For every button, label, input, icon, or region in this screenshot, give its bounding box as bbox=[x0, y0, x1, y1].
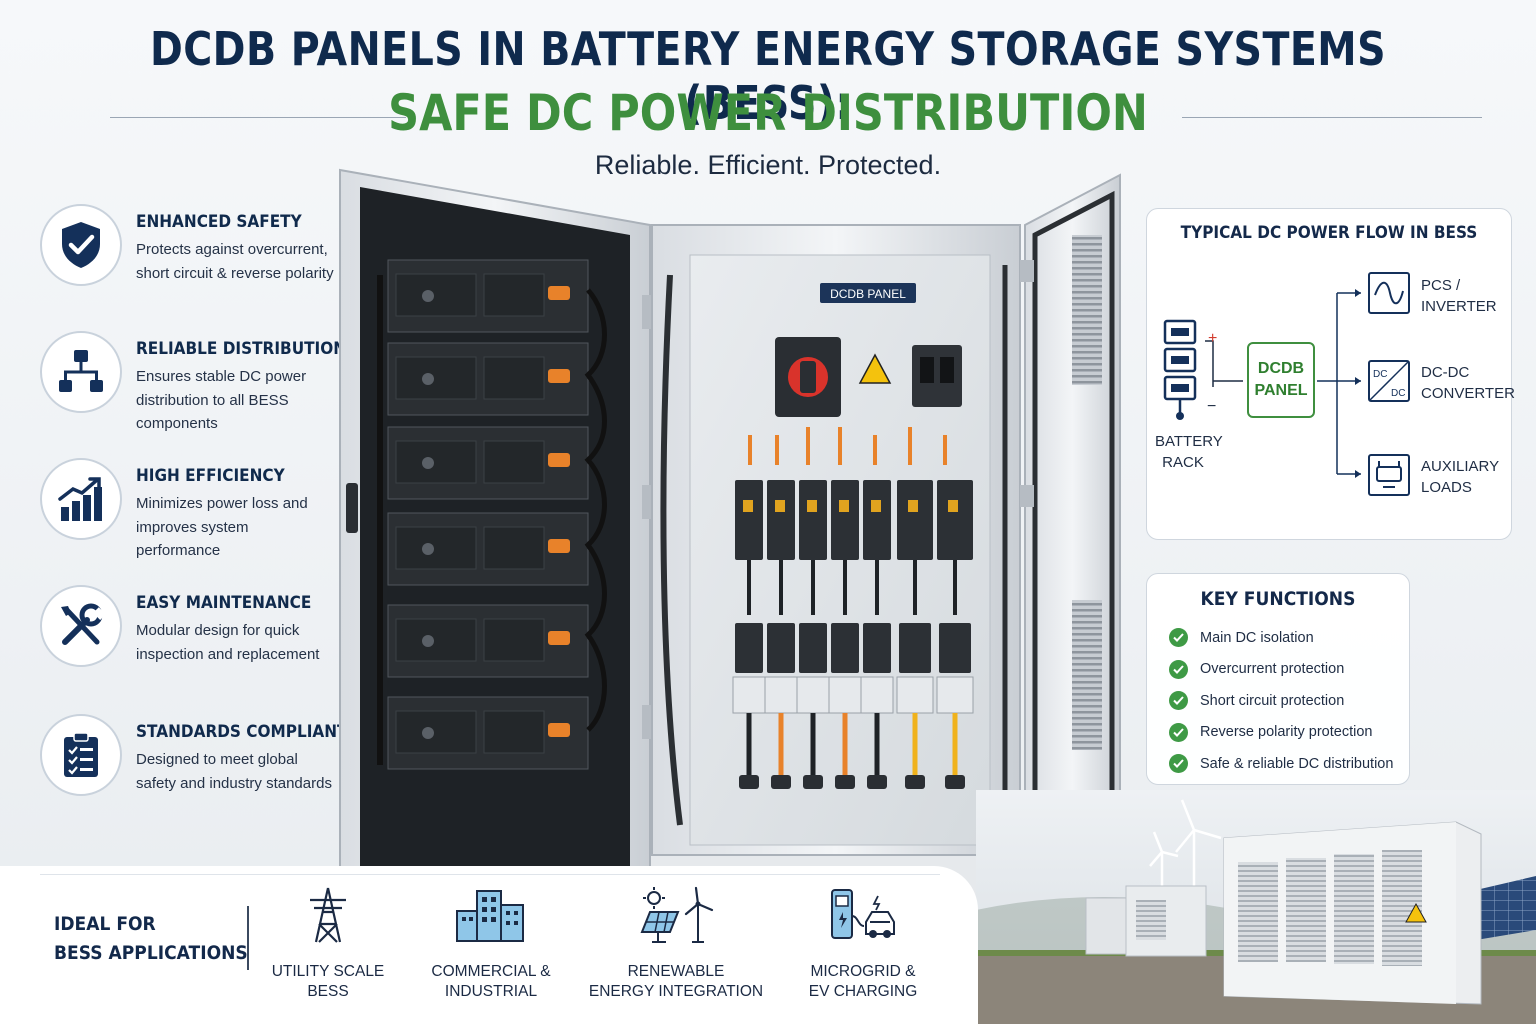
battery-rack-icon bbox=[1163, 319, 1197, 420]
title-rule-left bbox=[110, 117, 406, 118]
feature-description: Protects against overcurrent, short circ… bbox=[136, 241, 334, 282]
feature-title: EASY MAINTENANCE bbox=[136, 593, 312, 613]
feature-description: Designed to meet global safety and indus… bbox=[136, 751, 332, 792]
dcdb-panel-label: DCDB PANEL bbox=[830, 287, 906, 301]
auxiliary-loads-icon bbox=[1368, 454, 1410, 496]
polarity-plus: + bbox=[1208, 330, 1217, 347]
ev-charging-icon bbox=[831, 889, 895, 939]
clipboard-check-icon bbox=[64, 732, 98, 777]
check-icon bbox=[1169, 722, 1188, 742]
solar-wind-icon bbox=[640, 886, 714, 943]
dc-icon-text-1: DC bbox=[1373, 369, 1387, 380]
polarity-minus: − bbox=[1207, 398, 1216, 415]
battery-rack-label: BATTERY RACK bbox=[1155, 433, 1223, 471]
key-functions-card: KEY FUNCTIONS Main DC isolation Overcurr… bbox=[1146, 573, 1410, 785]
applications-heading: IDEAL FOR BESS APPLICATIONS bbox=[54, 913, 248, 964]
key-functions-list: Main DC isolation Overcurrent protection… bbox=[1169, 622, 1393, 780]
inverter-icon bbox=[1368, 272, 1410, 314]
feature-description: Minimizes power loss and improves system… bbox=[136, 495, 308, 559]
dcdb-cabinet-illustration: DCDB PANEL bbox=[330, 165, 1130, 1024]
growth-chart-icon bbox=[58, 477, 102, 521]
buildings-icon bbox=[456, 890, 524, 942]
list-item: Overcurrent protection bbox=[1169, 654, 1393, 686]
feature-description: Ensures stable DC power distribution to … bbox=[136, 368, 307, 432]
feature-description: Modular design for quick inspection and … bbox=[136, 622, 320, 663]
application-commercial-industrial: COMMERCIAL & INDUSTRIAL bbox=[401, 884, 581, 1002]
application-microgrid-ev: MICROGRID & EV CHARGING bbox=[773, 884, 953, 1002]
application-utility-scale: UTILITY SCALE BESS bbox=[238, 884, 418, 1002]
output-dc-dc-converter-label: DC-DC CONVERTER bbox=[1421, 364, 1515, 402]
check-icon bbox=[1169, 754, 1188, 774]
list-item: Main DC isolation bbox=[1169, 622, 1393, 654]
feature-title: ENHANCED SAFETY bbox=[136, 212, 302, 232]
network-icon bbox=[59, 350, 103, 392]
key-functions-title: KEY FUNCTIONS bbox=[1200, 588, 1356, 610]
feature-title: RELIABLE DISTRIBUTION bbox=[136, 339, 347, 359]
check-icon bbox=[1169, 628, 1188, 648]
battery-modules bbox=[387, 259, 589, 770]
feature-standards-compliant: STANDARDS COMPLIANT Designed to meet glo… bbox=[40, 714, 347, 824]
check-icon bbox=[1169, 659, 1188, 679]
page-subtitle: SAFE DC POWER DISTRIBUTION bbox=[388, 84, 1148, 142]
breaker-row-upper bbox=[735, 480, 973, 560]
feature-title: HIGH EFFICIENCY bbox=[136, 466, 285, 486]
output-pcs-inverter-label: PCS / INVERTER bbox=[1421, 277, 1497, 315]
application-renewable-integration: RENEWABLE ENERGY INTEGRATION bbox=[586, 884, 766, 1002]
bess-site-scene bbox=[976, 790, 1536, 1024]
list-item: Short circuit protection bbox=[1169, 685, 1393, 717]
tagline: Reliable. Efficient. Protected. bbox=[594, 150, 942, 180]
list-item: Safe & reliable DC distribution bbox=[1169, 748, 1393, 780]
feature-easy-maintenance: EASY MAINTENANCE Modular design for quic… bbox=[40, 585, 340, 695]
breaker-row-lower bbox=[732, 623, 974, 714]
power-flow-card: TYPICAL DC POWER FLOW IN BESS + − bbox=[1146, 208, 1515, 540]
list-item: Reverse polarity protection bbox=[1169, 717, 1393, 749]
feature-enhanced-safety: ENHANCED SAFETY Protects against overcur… bbox=[40, 204, 340, 314]
dc-icon-text-2: DC bbox=[1391, 388, 1405, 399]
dcdb-panel-node: DCDB PANEL bbox=[1247, 342, 1315, 418]
tools-icon bbox=[61, 603, 105, 645]
shield-check-icon bbox=[62, 222, 100, 268]
transmission-tower-icon bbox=[310, 887, 346, 943]
feature-title: STANDARDS COMPLIANT bbox=[136, 722, 348, 742]
page-title: DCDB PANELS IN BATTERY ENERGY STORAGE SY… bbox=[149, 22, 1387, 130]
applications-bar: IDEAL FOR BESS APPLICATIONS UTILITY SCAL… bbox=[0, 866, 978, 1024]
applications-separator bbox=[247, 906, 249, 970]
feature-high-efficiency: HIGH EFFICIENCY Minimizes power loss and… bbox=[40, 458, 340, 568]
power-flow-title: TYPICAL DC POWER FLOW IN BESS bbox=[1180, 223, 1478, 243]
power-flow-diagram: + − DC DC bbox=[1163, 272, 1410, 496]
title-rule-right bbox=[1182, 117, 1482, 118]
check-icon bbox=[1169, 691, 1188, 711]
dc-dc-converter-icon: DC DC bbox=[1368, 360, 1410, 402]
feature-reliable-distribution: RELIABLE DISTRIBUTION Ensures stable DC … bbox=[40, 331, 346, 441]
output-auxiliary-loads-label: AUXILIARY LOADS bbox=[1421, 458, 1500, 496]
